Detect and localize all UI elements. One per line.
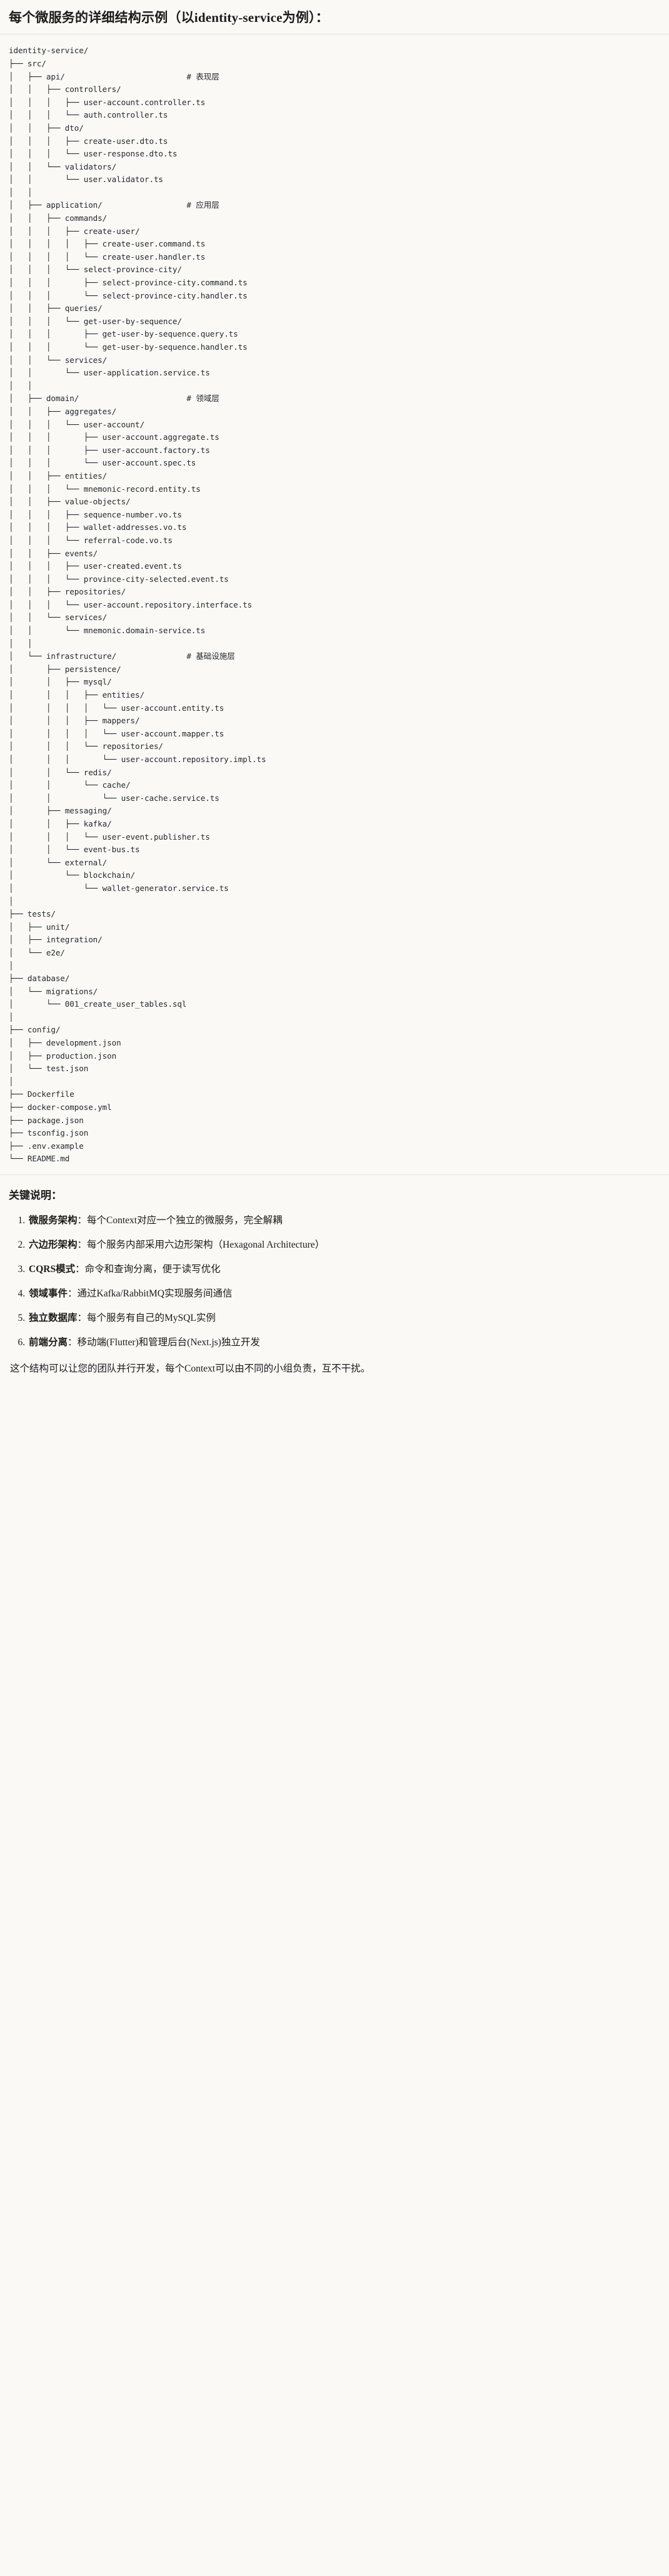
list-item: CQRS模式：命令和查询分离，便于读写优化: [28, 1262, 660, 1277]
note-description: ：每个服务内部采用六边形架构（Hexagonal Architecture）: [77, 1240, 325, 1251]
note-term: 独立数据库: [29, 1313, 78, 1324]
note-term: 六边形架构: [29, 1240, 78, 1251]
directory-tree-section: identity-service/ ├── src/ │ ├── api/ # …: [0, 34, 669, 1175]
note-term: 前端分离: [29, 1337, 68, 1348]
key-notes-list: 微服务架构：每个Context对应一个独立的微服务，完全解耦 六边形架构：每个服…: [9, 1213, 660, 1350]
note-description: ：命令和查询分离，便于读写优化: [75, 1264, 221, 1275]
list-item: 独立数据库：每个服务有自己的MySQL实例: [28, 1311, 660, 1326]
closing-paragraph: 这个结构可以让您的团队并行开发，每个Context可以由不同的小组负责，互不干扰…: [10, 1363, 371, 1375]
page-title: 每个微服务的详细结构示例（以identity-service为例）：: [9, 10, 329, 25]
list-item: 六边形架构：每个服务内部采用六边形架构（Hexagonal Architectu…: [28, 1238, 660, 1253]
note-term: 微服务架构: [29, 1215, 78, 1226]
list-item: 前端分离：移动端(Flutter)和管理后台(Next.js)独立开发: [28, 1335, 660, 1350]
key-notes-section: 关键说明： 微服务架构：每个Context对应一个独立的微服务，完全解耦 六边形…: [0, 1175, 669, 1390]
note-description: ：每个服务有自己的MySQL实例: [77, 1313, 216, 1324]
directory-tree: identity-service/ ├── src/ │ ├── api/ # …: [9, 46, 266, 1164]
list-item: 领域事件：通过Kafka/RabbitMQ实现服务间通信: [28, 1286, 660, 1301]
note-description: ：通过Kafka/RabbitMQ实现服务间通信: [68, 1288, 233, 1300]
document-page: 每个微服务的详细结构示例（以identity-service为例）： ident…: [0, 0, 669, 1390]
note-description: ：每个Context对应一个独立的微服务，完全解耦: [77, 1215, 283, 1226]
note-term: 领域事件: [29, 1288, 68, 1300]
note-description: ：移动端(Flutter)和管理后台(Next.js)独立开发: [68, 1337, 260, 1348]
title-section: 每个微服务的详细结构示例（以identity-service为例）：: [0, 0, 669, 35]
note-term: CQRS模式: [29, 1264, 76, 1275]
list-item: 微服务架构：每个Context对应一个独立的微服务，完全解耦: [28, 1213, 660, 1228]
key-notes-heading: 关键说明：: [9, 1189, 62, 1201]
